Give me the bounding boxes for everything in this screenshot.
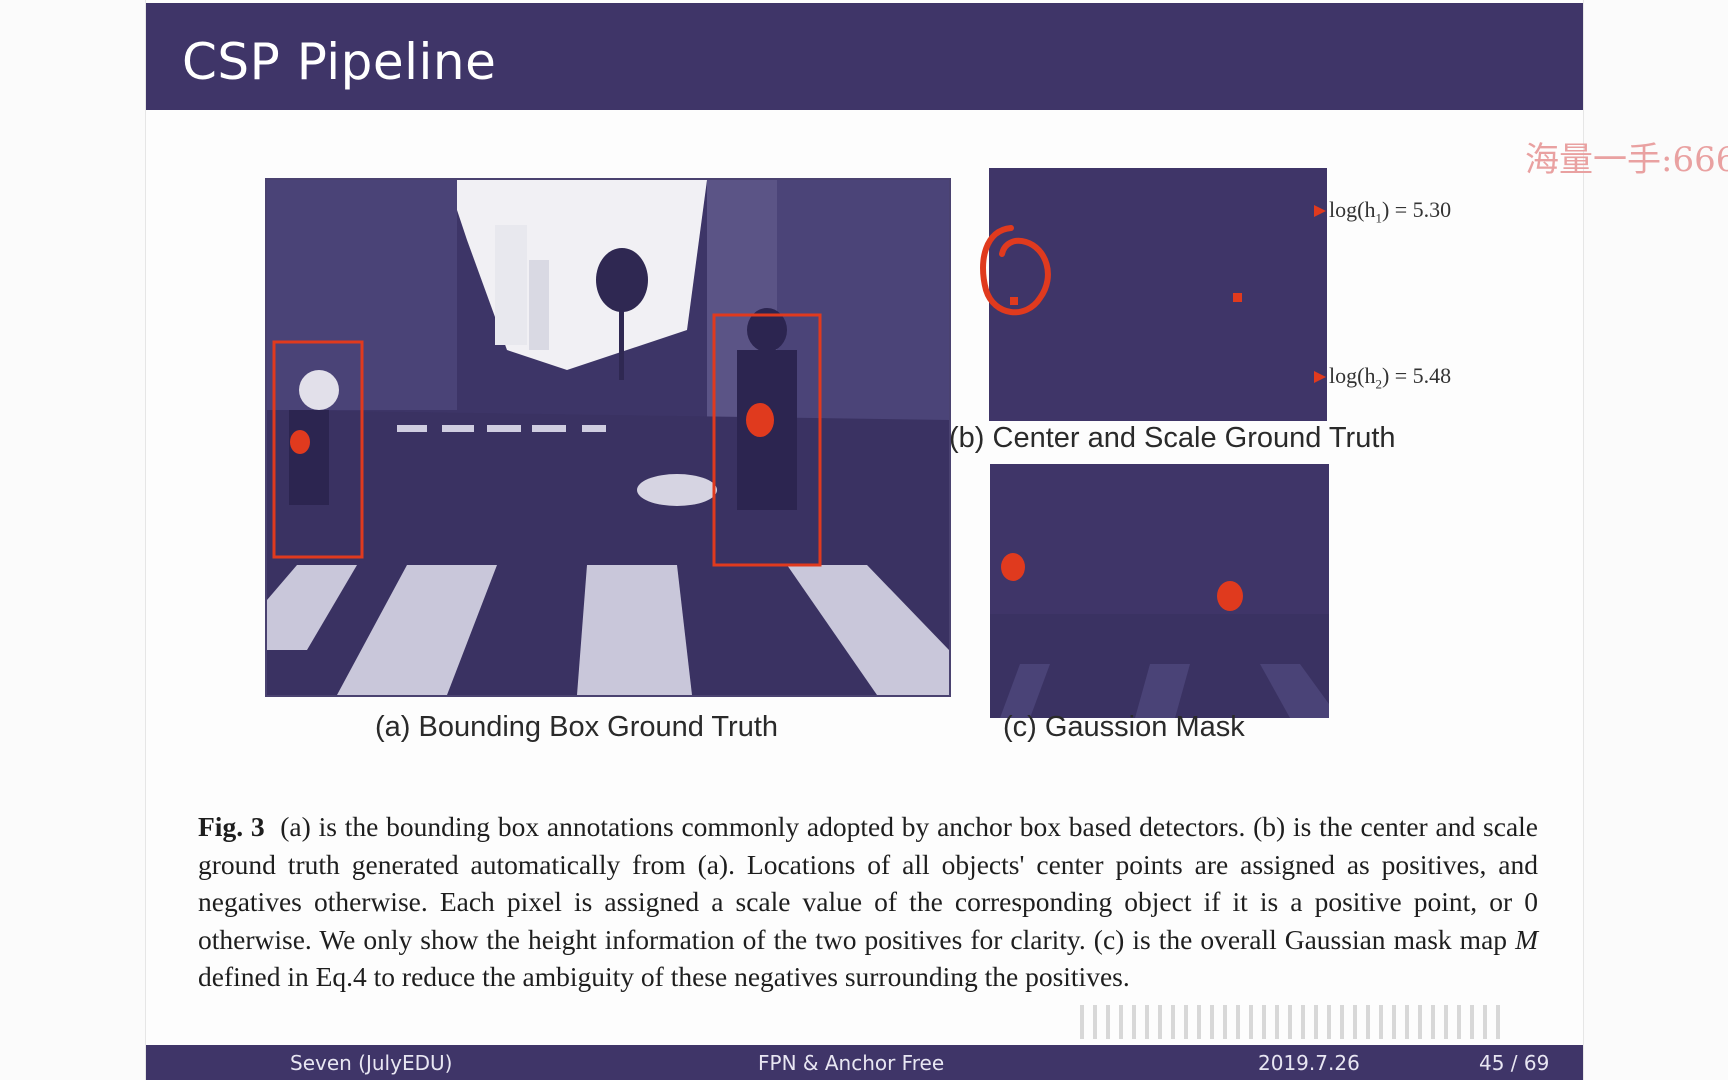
panel-a-caption: (a) Bounding Box Ground Truth [375, 711, 779, 743]
footer-page-number: 45 / 69 [1479, 1051, 1550, 1075]
video-scrub-bars [1080, 1005, 1509, 1043]
log-h2-label: log(h2) = 5.48 [1329, 363, 1452, 392]
figure-panel-a [265, 178, 951, 697]
figure-label: Fig. 3 [198, 811, 265, 842]
caption-text-part-2: defined in Eq.4 to reduce the ambiguity … [198, 961, 1130, 992]
gaussian-mask-image [990, 464, 1329, 718]
footer-bar: Seven (JulyEDU) FPN & Anchor Free 2019.7… [146, 1045, 1583, 1080]
figure-panel-c [990, 464, 1329, 718]
watermark-text: 海量一手:666 [1525, 140, 1728, 180]
panel-b-caption: (b) Center and Scale Ground Truth [949, 422, 1396, 454]
title-bar: CSP Pipeline [146, 3, 1583, 110]
figure-caption: Fig. 3 (a) is the bounding box annotatio… [198, 808, 1538, 996]
footer-author: Seven (JulyEDU) [290, 1051, 453, 1075]
panel-c-caption: (c) Gaussion Mask [1003, 711, 1245, 743]
caption-math-m: M [1515, 923, 1538, 955]
caption-text-part-1: (a) is the bounding box annotations comm… [198, 811, 1538, 955]
handwritten-circle-annotation [980, 225, 1051, 316]
footer-talk-title: FPN & Anchor Free [758, 1051, 945, 1075]
slide-title: CSP Pipeline [182, 33, 497, 91]
street-scene-image [267, 180, 949, 695]
slide: CSP Pipeline [145, 0, 1584, 1080]
footer-date: 2019.7.26 [1258, 1051, 1360, 1075]
log-h1-label: log(h1) = 5.30 [1329, 197, 1452, 226]
